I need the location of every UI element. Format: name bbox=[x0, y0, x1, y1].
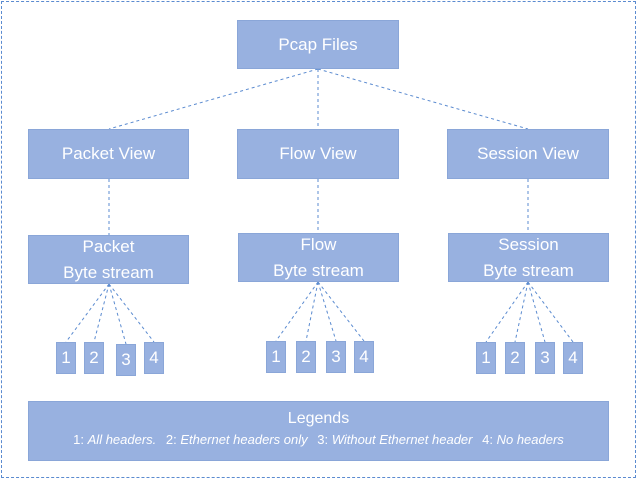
leaf-label: 4 bbox=[568, 348, 578, 367]
legend-item-1-text: All headers. bbox=[87, 432, 157, 447]
edge-root-session bbox=[317, 68, 529, 130]
flow-stream-line2: Byte stream bbox=[273, 260, 364, 280]
packet-leaf-3: 3 bbox=[116, 344, 136, 376]
legend-item-3-num: 3: bbox=[317, 432, 329, 447]
packet-leaf-2: 2 bbox=[84, 342, 104, 374]
packet-stream-line2: Byte stream bbox=[63, 262, 154, 282]
flow-view-node: Flow View bbox=[237, 129, 399, 179]
flow-stream-line1: Flow bbox=[300, 234, 337, 254]
packet-stream-node: Packet Byte stream bbox=[28, 235, 189, 284]
flow-leaf-2: 2 bbox=[296, 341, 316, 373]
edge-flow-leaf-3 bbox=[317, 281, 337, 342]
edge-root-packet bbox=[108, 68, 319, 130]
packet-leaf-4: 4 bbox=[144, 342, 164, 374]
leaf-label: 2 bbox=[89, 348, 99, 367]
legend-item-2-num: 2: bbox=[165, 432, 177, 447]
edge-session-leaf-2 bbox=[514, 281, 529, 343]
flow-leaf-4: 4 bbox=[354, 341, 374, 373]
flow-leaf-1: 1 bbox=[266, 341, 286, 373]
legend-item-2-text: Ethernet headers only bbox=[180, 432, 308, 447]
flow-leaf-3: 3 bbox=[326, 341, 346, 373]
legend-item-4-num: 4: bbox=[482, 432, 493, 447]
edge-session-leaf-3 bbox=[527, 281, 546, 343]
flow-stream-node: Flow Byte stream bbox=[238, 233, 399, 282]
leaf-label: 3 bbox=[121, 350, 131, 369]
legend-title: Legends bbox=[287, 410, 350, 427]
packet-view-node: Packet View bbox=[28, 129, 189, 179]
legend-items: 1: All headers. 2: Ethernet headers only… bbox=[29, 432, 608, 447]
session-stream-line2: Byte stream bbox=[483, 260, 574, 280]
root-label: Pcap Files bbox=[278, 34, 358, 54]
session-view-label: Session View bbox=[477, 144, 579, 163]
edge-packet-leaf-4 bbox=[108, 283, 155, 343]
legend-box: Legends 1: All headers. 2: Ethernet head… bbox=[28, 401, 609, 461]
leaf-label: 3 bbox=[331, 347, 341, 366]
leaf-label: 1 bbox=[271, 347, 281, 366]
legend-item-4-text: No headers bbox=[496, 432, 564, 447]
edge-session-leaf-1 bbox=[485, 281, 529, 343]
edge-packet-leaf-2 bbox=[93, 283, 110, 343]
root-node: Pcap Files bbox=[237, 20, 399, 69]
flow-view-label: Flow View bbox=[279, 144, 357, 163]
leaf-label: 4 bbox=[149, 348, 159, 367]
edge-session-leaf-4 bbox=[527, 281, 574, 343]
leaf-label: 2 bbox=[510, 348, 520, 367]
edge-packet-leaf-3 bbox=[108, 283, 127, 345]
session-leaf-1: 1 bbox=[476, 342, 496, 374]
session-stream-node: Session Byte stream bbox=[448, 233, 609, 282]
edge-flow-leaf-2 bbox=[305, 281, 319, 342]
session-leaf-4: 4 bbox=[563, 342, 583, 374]
edge-flow-leaf-4 bbox=[317, 281, 365, 342]
leaf-label: 3 bbox=[540, 348, 550, 367]
leaf-label: 1 bbox=[481, 348, 491, 367]
legend-item-1-num: 1: bbox=[73, 432, 85, 447]
session-view-node: Session View bbox=[447, 129, 609, 179]
leaf-label: 1 bbox=[61, 348, 71, 367]
session-leaf-2: 2 bbox=[505, 342, 525, 374]
leaf-label: 4 bbox=[359, 347, 369, 366]
packet-stream-line1: Packet bbox=[82, 236, 135, 256]
packet-leaf-1: 1 bbox=[56, 342, 76, 374]
legend-item-3-text: Without Ethernet header bbox=[331, 432, 473, 447]
edge-packet-leaf-1 bbox=[65, 283, 110, 343]
edge-flow-leaf-1 bbox=[275, 281, 319, 342]
leaf-label: 2 bbox=[301, 347, 311, 366]
session-stream-line1: Session bbox=[498, 234, 559, 254]
session-leaf-3: 3 bbox=[535, 342, 555, 374]
packet-view-label: Packet View bbox=[61, 144, 156, 163]
